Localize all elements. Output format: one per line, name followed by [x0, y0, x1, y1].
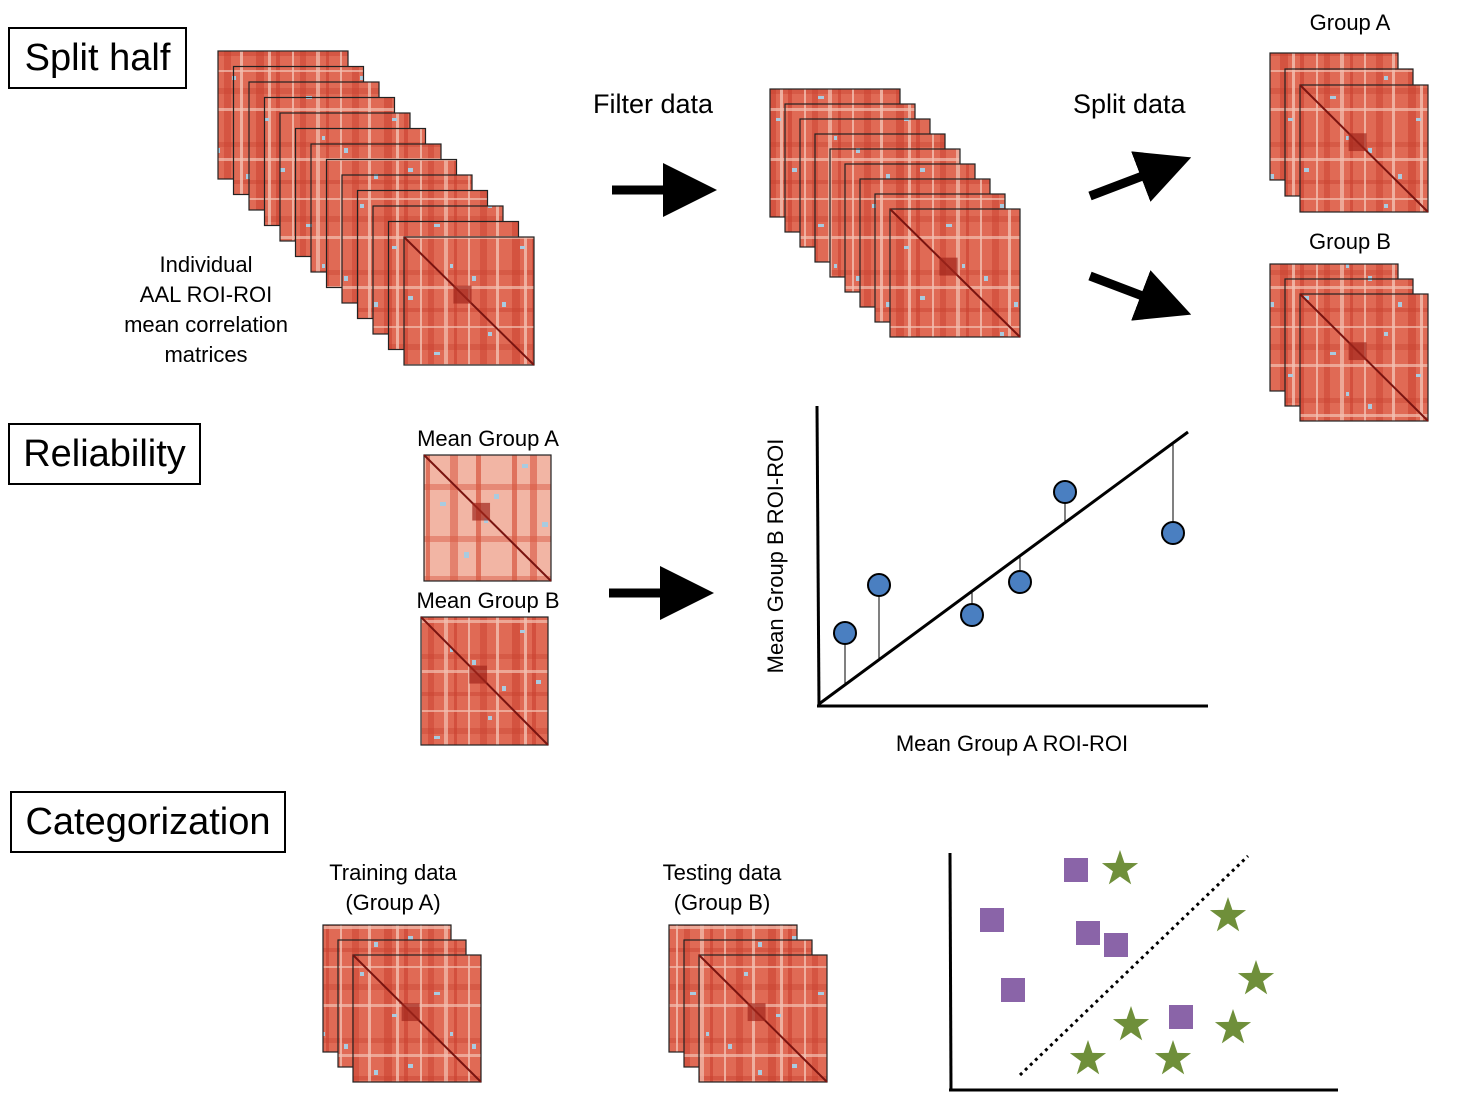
mean-a-matrix-1	[423, 454, 552, 582]
filtered-matrix-9-block	[939, 257, 958, 276]
individual-line-2: AAL ROI-ROI	[139, 282, 273, 307]
individual-line-4: matrices	[164, 342, 248, 367]
filtered-matrix-9	[889, 208, 1021, 338]
green-star-3	[1237, 960, 1275, 995]
reliability-point-6	[1161, 521, 1185, 545]
training-line-1: Training data	[329, 860, 457, 885]
green-star-4	[1112, 1006, 1150, 1041]
testing-line-2: (Group B)	[673, 890, 771, 915]
group-b-matrix-stack	[1269, 263, 1429, 422]
categorization-plot	[948, 850, 1338, 1092]
section-reliability: Reliability	[8, 423, 201, 485]
group-a-matrix-stack	[1269, 52, 1429, 213]
section-split-half-label: Split half	[24, 37, 171, 79]
mean-group-a-matrix	[423, 454, 552, 582]
reliability-point-2	[867, 573, 891, 597]
purple-square-5	[1001, 978, 1025, 1002]
green-star-5	[1214, 1009, 1252, 1044]
training-matrix-3	[352, 954, 482, 1083]
individual-matrix-stack	[217, 50, 535, 366]
reliability-xlabel: Mean Group A ROI-ROI	[895, 731, 1129, 756]
green-star-2	[1209, 897, 1247, 932]
purple-square-2	[980, 908, 1004, 932]
reliability-plot	[815, 405, 1208, 708]
mean-group-b-label: Mean Group B	[416, 588, 560, 613]
training-matrix-3-block	[401, 1003, 420, 1022]
section-reliability-label: Reliability	[23, 433, 186, 475]
purple-square-4	[1104, 933, 1128, 957]
reliability-points	[833, 480, 1185, 645]
testing-data-label: Testing data (Group B)	[627, 858, 817, 918]
group-a-matrix-3	[1299, 84, 1429, 213]
reliability-y-axis	[815, 405, 821, 708]
purple-square-3	[1076, 921, 1100, 945]
reliability-point-5	[1053, 480, 1077, 504]
reliability-fit-line	[818, 430, 1189, 706]
green-star-6	[1069, 1040, 1107, 1075]
filter-data-label: Filter data	[593, 89, 714, 119]
individual-matrix-13-block	[453, 285, 472, 304]
group-b-matrix-3	[1299, 293, 1429, 422]
group-a-label: Group A	[1309, 10, 1391, 35]
individual-matrix-13	[403, 236, 535, 366]
group-b-matrix-3-block	[1348, 342, 1367, 361]
section-categorization: Categorization	[10, 791, 286, 853]
split-arrow-down	[1088, 270, 1192, 321]
purple-square-6	[1169, 1005, 1193, 1029]
individual-line-3: mean correlation	[124, 312, 288, 337]
group-a-matrix-3-block	[1348, 133, 1367, 152]
testing-matrix-stack	[668, 924, 828, 1083]
group-b-label: Group B	[1309, 229, 1391, 254]
reliability-point-3	[960, 603, 984, 627]
testing-line-1: Testing data	[662, 860, 782, 885]
mean-group-a-label: Mean Group A	[417, 426, 559, 451]
testing-matrix-3-block	[747, 1003, 766, 1022]
mean-b-matrix-1-block	[469, 665, 488, 684]
training-line-2: (Group A)	[345, 890, 441, 915]
purple-squares	[980, 858, 1193, 1029]
decision-boundary	[1018, 854, 1250, 1077]
testing-matrix-3	[698, 954, 828, 1083]
reliability-point-1	[833, 621, 857, 645]
mean-a-matrix-1-block	[472, 502, 491, 521]
section-categorization-label: Categorization	[25, 801, 271, 843]
split-data-label: Split data	[1073, 89, 1186, 119]
section-split-half: Split half	[8, 27, 187, 89]
individual-line-1: Individual	[159, 252, 253, 277]
green-star-7	[1154, 1040, 1192, 1075]
training-data-label: Training data (Group A)	[298, 858, 488, 918]
categorization-y-axis	[948, 852, 953, 1092]
reliability-point-4	[1008, 570, 1032, 594]
mean-b-matrix-1	[420, 616, 549, 746]
split-arrow-up	[1088, 151, 1192, 202]
purple-square-1	[1064, 858, 1088, 882]
training-matrix-stack	[322, 924, 482, 1083]
green-star-1	[1101, 850, 1139, 885]
mean-group-b-matrix	[420, 616, 549, 746]
filtered-matrix-stack	[769, 88, 1021, 338]
green-stars	[1069, 850, 1275, 1075]
individual-matrices-label: Individual AAL ROI-ROI mean correlation …	[106, 250, 306, 370]
